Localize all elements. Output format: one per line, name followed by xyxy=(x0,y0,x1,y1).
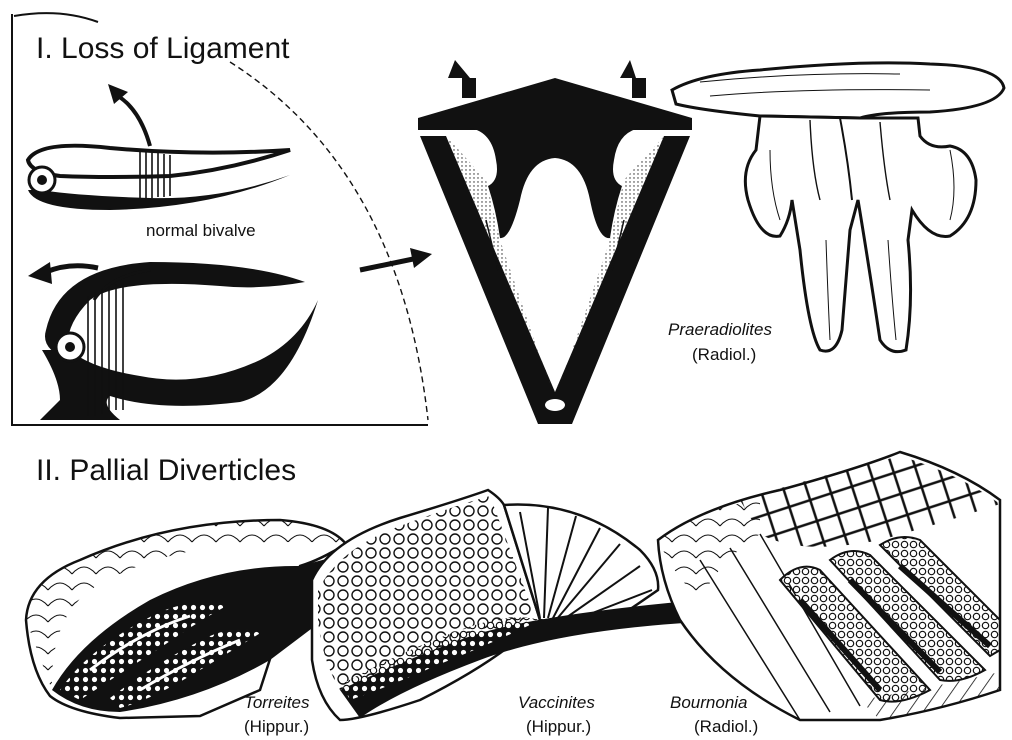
praeradiolites-genus-label: Praeradiolites xyxy=(668,320,772,339)
normal-bivalve-drawing xyxy=(28,84,290,210)
bournonia-drawing xyxy=(658,452,1000,720)
bournonia-family-label: (Radiol.) xyxy=(694,717,758,736)
rotation-arrow-icon xyxy=(46,266,98,272)
vaccinites-genus-label: Vaccinites xyxy=(518,693,595,712)
normal-bivalve-label: normal bivalve xyxy=(146,221,256,240)
opening-arrow-icon xyxy=(118,96,150,146)
transition-arrow-icon xyxy=(360,248,432,270)
section2-title: II. Pallial Diverticles xyxy=(36,454,296,487)
torreites-genus-label: Torreites xyxy=(244,693,310,712)
torreites-drawing xyxy=(26,520,360,718)
rudist-cross-section xyxy=(418,60,692,424)
praeradiolites-family-label: (Radiol.) xyxy=(692,345,756,364)
modified-bivalve-drawing xyxy=(28,262,318,420)
bournonia-genus-label: Bournonia xyxy=(670,693,748,712)
praeradiolites-drawing xyxy=(672,63,1004,352)
section1-title: I. Loss of Ligament xyxy=(36,32,290,65)
vaccinites-family-label: (Hippur.) xyxy=(526,717,591,736)
vaccinites-drawing xyxy=(312,490,700,720)
torreites-family-label: (Hippur.) xyxy=(244,717,309,736)
